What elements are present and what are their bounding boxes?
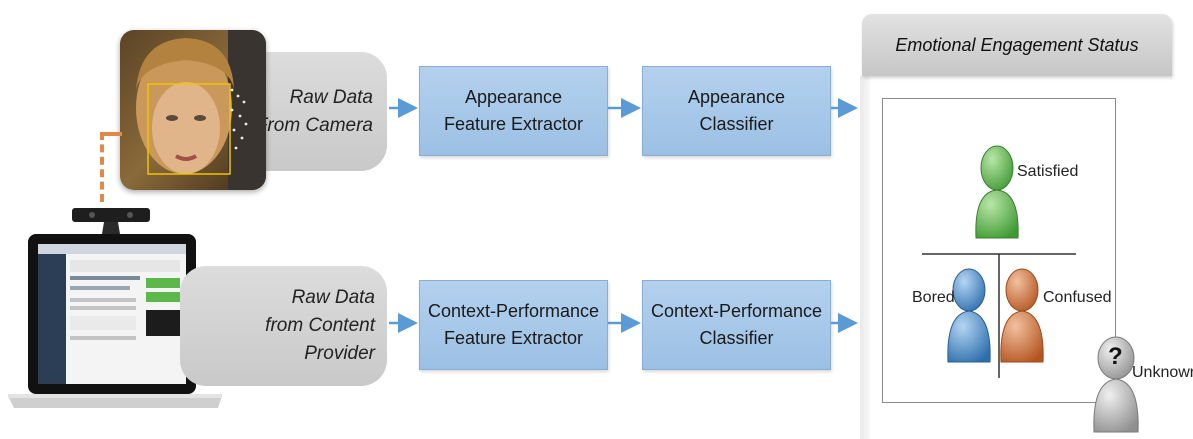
- camera-source-line2: From Camera: [255, 115, 373, 136]
- context-classifier-line2: Classifier: [699, 328, 774, 348]
- content-provider-source-block: [180, 266, 387, 386]
- context-classifier-line1: Context-Performance: [650, 301, 823, 321]
- laptop-illustration: [0, 206, 230, 416]
- status-panel-edge: [860, 76, 870, 439]
- face-photo: [120, 30, 266, 190]
- camera-link-dashed: [100, 132, 104, 202]
- camera-link-horizontal: [100, 132, 122, 136]
- status-title: Emotional Engagement Status: [895, 34, 1139, 55]
- context-performance-classifier-box: Context-Performance Classifier: [642, 280, 831, 370]
- unknown-question-mark: ?: [1108, 343, 1123, 370]
- appearance-feature-extractor-box: Appearance Feature Extractor: [419, 66, 608, 156]
- confused-label: Confused: [1043, 289, 1112, 306]
- content-provider-source-line1: Raw Data: [291, 287, 375, 308]
- appearance-extractor-line1: Appearance: [464, 87, 563, 107]
- appearance-classifier-box: Appearance Classifier: [642, 66, 831, 156]
- laptop-graphic: [8, 208, 222, 408]
- unknown-person-icon: [1093, 336, 1139, 433]
- satisfied-person-icon: [975, 145, 1019, 239]
- bored-label: Bored: [912, 289, 955, 306]
- appearance-classifier-line1: Appearance: [687, 87, 786, 107]
- satisfied-label: Satisfied: [1017, 163, 1079, 180]
- content-provider-source-label: Raw Data from Content Provider: [200, 284, 375, 368]
- content-provider-source-line2: from Content Provider: [265, 315, 375, 364]
- camera-source-label: Raw Data From Camera: [255, 70, 373, 154]
- face-photo-graphic: [120, 30, 266, 190]
- appearance-classifier-line2: Classifier: [699, 114, 774, 134]
- appearance-extractor-line2: Feature Extractor: [443, 114, 584, 134]
- bored-person-icon: [947, 268, 991, 363]
- status-header: Emotional Engagement Status: [862, 14, 1172, 76]
- context-extractor-line2: Feature Extractor: [443, 328, 584, 348]
- confused-person-icon: [1000, 268, 1044, 363]
- camera-source-line1: Raw Data: [289, 87, 373, 108]
- context-performance-feature-extractor-box: Context-Performance Feature Extractor: [419, 280, 608, 370]
- context-extractor-line1: Context-Performance: [427, 301, 600, 321]
- unknown-label: Unknown: [1132, 364, 1193, 381]
